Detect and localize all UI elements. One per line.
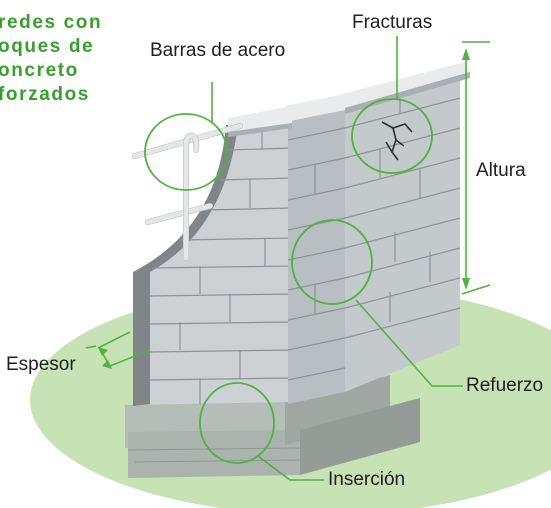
refuerzo-leader — [355, 299, 463, 387]
foundation — [125, 375, 420, 478]
title-line-2: oques de — [0, 36, 95, 57]
insercion-leader — [257, 455, 324, 481]
insercion-highlight-circle — [199, 382, 275, 464]
crack-lines — [381, 121, 413, 161]
label-altura: Altura — [476, 160, 526, 181]
title-line-4: forzados — [0, 84, 90, 105]
dimension-arrow-espesor — [85, 331, 151, 369]
buttress — [287, 70, 461, 404]
label-fracturas: Fracturas — [352, 12, 433, 33]
title-line-3: oncreto — [0, 60, 79, 81]
label-espesor: Espesor — [6, 354, 76, 375]
label-barras-de-acero: Barras de acero — [150, 40, 286, 61]
crack-highlight-circle — [351, 98, 433, 174]
label-insercion: Inserción — [328, 469, 406, 490]
wall-front — [133, 118, 293, 406]
dimension-arrow-altura — [461, 41, 491, 295]
rebar — [132, 123, 243, 261]
wall-cap — [228, 62, 470, 137]
rebar-highlight-circle — [144, 113, 228, 191]
title-line-1: redes con — [0, 12, 103, 33]
label-refuerzo: Refuerzo — [466, 375, 544, 396]
refuerzo-highlight-circle — [291, 219, 373, 305]
